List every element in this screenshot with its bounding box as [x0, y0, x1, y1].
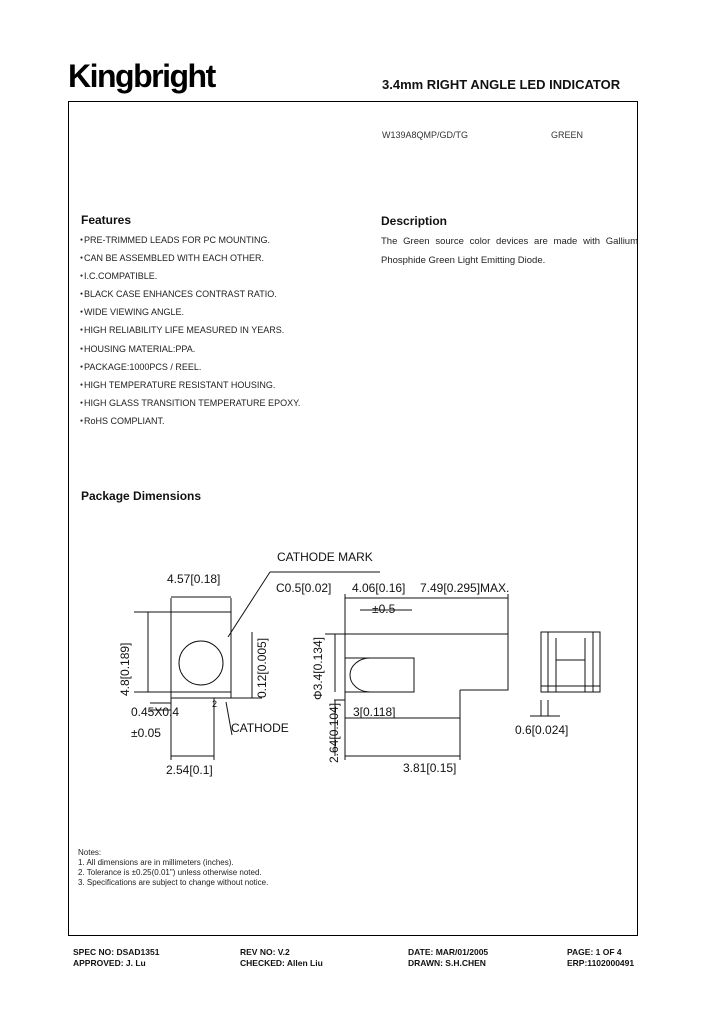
- end-view-outline: [540, 631, 601, 693]
- note-item: 2. Tolerance is ±0.25(0.01") unless othe…: [78, 868, 262, 877]
- side-view-outline: [345, 633, 509, 693]
- dim-pad: 0.45X0.4: [131, 705, 179, 719]
- feature-item: RoHS COMPLIANT.: [80, 415, 300, 433]
- emitting-color: GREEN: [551, 130, 584, 140]
- date: DATE: MAR/01/2005: [408, 947, 489, 957]
- feature-item: PACKAGE:1000PCS / REEL.: [80, 361, 300, 379]
- feature-item: PRE-TRIMMED LEADS FOR PC MOUNTING.: [80, 234, 300, 252]
- features-list: PRE-TRIMMED LEADS FOR PC MOUNTING. CAN B…: [80, 234, 300, 433]
- feature-item: HIGH TEMPERATURE RESISTANT HOUSING.: [80, 379, 300, 397]
- dim-749: 7.49[0.295]MAX.: [420, 581, 509, 595]
- dim-3: 3[0.118]: [353, 705, 395, 719]
- side-view-lens: [349, 657, 415, 693]
- note-item: 1. All dimensions are in millimeters (in…: [78, 858, 234, 867]
- package-dimensions-heading: Package Dimensions: [81, 489, 202, 503]
- lens-circle: [178, 640, 224, 686]
- content-frame: [68, 101, 638, 936]
- dim-406: 4.06[0.16]: [352, 581, 405, 595]
- page-number: PAGE: 1 OF 4: [567, 947, 622, 957]
- rev-no: REV NO: V.2: [240, 947, 290, 957]
- spec-no: SPEC NO: DSAD1351: [73, 947, 160, 957]
- approved: APPROVED: J. Lu: [73, 958, 146, 968]
- note-item: 3. Specifications are subject to change …: [78, 878, 269, 887]
- pin-number: 2: [212, 699, 217, 709]
- dim-phi-34: Φ3.4[0.134]: [311, 637, 325, 700]
- dim-381: 3.81[0.15]: [403, 761, 456, 775]
- feature-item: CAN BE ASSEMBLED WITH EACH OTHER.: [80, 252, 300, 270]
- document-title: 3.4mm RIGHT ANGLE LED INDICATOR: [382, 77, 621, 92]
- dim-06: 0.6[0.024]: [515, 723, 568, 737]
- feature-item: HIGH GLASS TRANSITION TEMPERATURE EPOXY.: [80, 397, 300, 415]
- description-heading: Description: [381, 214, 448, 228]
- feature-item: HIGH RELIABILITY LIFE MEASURED IN YEARS.: [80, 324, 300, 342]
- checked: CHECKED: Allen Liu: [240, 958, 323, 968]
- dim-264: 2.64[0.104]: [327, 703, 341, 763]
- dim-012: 0.12[0.005]: [255, 638, 269, 698]
- feature-item: HOUSING MATERIAL:PPA.: [80, 343, 300, 361]
- cathode-label: CATHODE: [231, 721, 289, 735]
- cathode-mark-label: CATHODE MARK: [277, 550, 373, 564]
- drawn: DRAWN: S.H.CHEN: [408, 958, 486, 968]
- erp-number: ERP:1102000491: [567, 958, 635, 968]
- part-number: W139A8QMP/GD/TG: [382, 130, 469, 140]
- notes: Notes: 1. All dimensions are in millimet…: [78, 848, 268, 888]
- feature-item: BLACK CASE ENHANCES CONTRAST RATIO.: [80, 288, 300, 306]
- dim-pitch: 2.54[0.1]: [166, 763, 213, 777]
- dim-height-48: 4.8[0.189]: [118, 643, 132, 696]
- feature-item: WIDE VIEWING ANGLE.: [80, 306, 300, 324]
- dim-chamfer: C0.5[0.02]: [276, 581, 331, 595]
- dim-tol-005: ±0.05: [131, 726, 161, 740]
- features-heading: Features: [81, 213, 132, 227]
- notes-title: Notes:: [78, 848, 102, 857]
- front-view-body: [170, 611, 232, 699]
- feature-item: I.C.COMPATIBLE.: [80, 270, 300, 288]
- kingbright-logo: Kingbright: [68, 58, 216, 94]
- dim-tol-05: ±0.5: [372, 602, 396, 616]
- description-text: The Green source color devices are made …: [381, 236, 638, 266]
- dim-width-top: 4.57[0.18]: [167, 572, 220, 586]
